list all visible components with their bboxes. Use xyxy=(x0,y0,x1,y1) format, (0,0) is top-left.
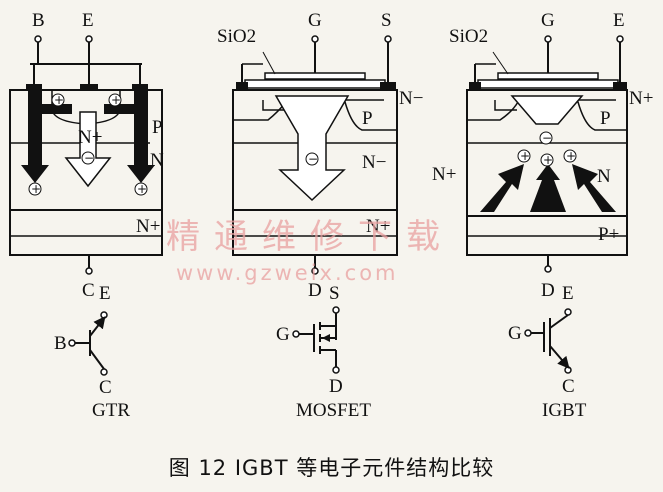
gtr-hole-current-left xyxy=(21,90,72,183)
igbt-symbol-g-label: G xyxy=(508,323,522,344)
mosfet-left-contact xyxy=(236,82,248,90)
mosfet-structure: − SiO2 G S N− P N− N+ D xyxy=(217,10,423,301)
igbt-emitter-label: E xyxy=(613,10,625,31)
mosfet-symbol-g-label: G xyxy=(276,324,290,345)
mosfet-nminus-label: N− xyxy=(362,152,386,173)
igbt-symbol-c-pin xyxy=(564,366,572,374)
gtr-symbol-b-pin xyxy=(68,339,76,347)
mosfet-drain-pin xyxy=(311,267,319,275)
gtr-electron-arrow xyxy=(64,111,112,188)
watermark-url: www.gzweix.com xyxy=(176,261,399,285)
igbt-oxide-label: SiO2 xyxy=(449,26,488,47)
igbt-drain-pin xyxy=(544,265,552,273)
gtr-collector-label: C xyxy=(82,280,95,301)
igbt-nplus-top-label: N+ xyxy=(629,88,653,109)
igbt-symbol-g-pin xyxy=(524,329,532,337)
mosfet-symbol xyxy=(292,306,340,374)
svg-text:+: + xyxy=(137,182,147,196)
mosfet-gate-pin xyxy=(311,35,319,43)
gtr-collector-pin xyxy=(85,267,93,275)
gtr-base-label: B xyxy=(32,10,45,31)
igbt-gate-plate xyxy=(497,72,599,80)
igbt-structure: − + + + SiO2 G E N+ P N+ N P+ D xyxy=(432,10,653,301)
mosfet-p-region-label: P xyxy=(362,108,373,129)
igbt-symbol-e-pin xyxy=(564,308,572,316)
gtr-emitter-label: E xyxy=(82,10,94,31)
figure-caption: 图 12 IGBT 等电子元件结构比较 xyxy=(168,456,495,480)
gtr-emitter-pin xyxy=(85,35,93,43)
mosfet-gate-plate xyxy=(264,72,366,80)
mosfet-symbol-g-pin xyxy=(292,330,300,338)
gtr-symbol-b-label: B xyxy=(54,333,67,354)
svg-text:−: − xyxy=(542,131,552,145)
igbt-channel-funnel xyxy=(510,95,584,125)
mosfet-source-pin xyxy=(384,35,392,43)
mosfet-symbol-d-label: D xyxy=(329,376,343,397)
mosfet-nplus-bottom-label: N+ xyxy=(366,216,390,237)
gtr-symbol-c-pin xyxy=(100,368,108,376)
igbt-hole-arrow-right xyxy=(572,164,616,212)
mosfet-nminus-top-label: N− xyxy=(399,88,423,109)
igbt-carrier-symbols: − + + + xyxy=(517,131,577,167)
gtr-p-region-label: P xyxy=(152,117,163,138)
watermark-chinese: 精通维修下载 xyxy=(166,217,454,257)
gtr-metal-contact-left xyxy=(26,84,42,90)
svg-text:+: + xyxy=(566,149,576,163)
gtr-symbol-e-pin xyxy=(100,311,108,319)
gtr-nplus-bottom-label: N+ xyxy=(136,216,160,237)
igbt-drain-label: D xyxy=(541,280,555,301)
gtr-symbol xyxy=(68,311,108,376)
svg-text:+: + xyxy=(543,153,553,167)
gtr-base-pin xyxy=(34,35,42,43)
igbt-gate-pin xyxy=(544,35,552,43)
igbt-p-region-label: P xyxy=(600,108,611,129)
svg-text:+: + xyxy=(31,182,41,196)
gtr-metal-contact-right xyxy=(132,84,148,90)
mosfet-oxide-layer xyxy=(244,79,386,89)
igbt-oxide-layer xyxy=(477,79,619,89)
mosfet-source-label: S xyxy=(381,10,392,31)
gtr-metal-contact-emitter xyxy=(80,84,98,90)
mosfet-symbol-d-pin xyxy=(332,366,340,374)
igbt-symbol-e-label: E xyxy=(562,283,574,304)
gtr-hole-current-right xyxy=(104,90,155,183)
igbt-hole-arrow-left xyxy=(480,164,524,212)
igbt-name-label: IGBT xyxy=(542,400,587,421)
gtr-nplus-top-label: N+ xyxy=(78,127,102,148)
mosfet-electron-arrow xyxy=(274,95,350,202)
igbt-pplus-label: P+ xyxy=(598,224,619,245)
igbt-gate-label: G xyxy=(541,10,555,31)
mosfet-gate-label: G xyxy=(308,10,322,31)
gtr-name-label: GTR xyxy=(92,400,130,421)
igbt-n-region-label: N xyxy=(597,166,611,187)
mosfet-name-label: MOSFET xyxy=(296,400,371,421)
svg-text:+: + xyxy=(54,93,64,107)
igbt-symbol-c-label: C xyxy=(562,376,575,397)
igbt-emitter-pin xyxy=(616,35,624,43)
igbt-hole-arrow-center xyxy=(530,164,566,212)
svg-text:+: + xyxy=(520,149,530,163)
svg-text:−: − xyxy=(84,151,94,165)
svg-text:+: + xyxy=(111,93,121,107)
mosfet-symbol-s-label: S xyxy=(329,283,340,304)
igbt-left-contact xyxy=(469,82,481,90)
igbt-symbol xyxy=(524,308,572,374)
gtr-symbol-e-label: E xyxy=(99,283,111,304)
gtr-symbol-c-label: C xyxy=(99,377,112,398)
gtr-carrier-symbols: + + − + + xyxy=(28,93,148,196)
mosfet-oxide-label: SiO2 xyxy=(217,26,256,47)
svg-text:−: − xyxy=(308,152,318,166)
mosfet-symbol-s-pin xyxy=(332,306,340,314)
mosfet-drain-label: D xyxy=(308,280,322,301)
igbt-nplus-mid-label: N+ xyxy=(432,164,456,185)
gtr-structure: + + − + + B E P N+ N N+ C xyxy=(9,10,164,301)
igbt-emitter-contact xyxy=(613,82,627,90)
mosfet-source-contact xyxy=(380,82,396,90)
gtr-n-region-label: N xyxy=(150,150,164,171)
